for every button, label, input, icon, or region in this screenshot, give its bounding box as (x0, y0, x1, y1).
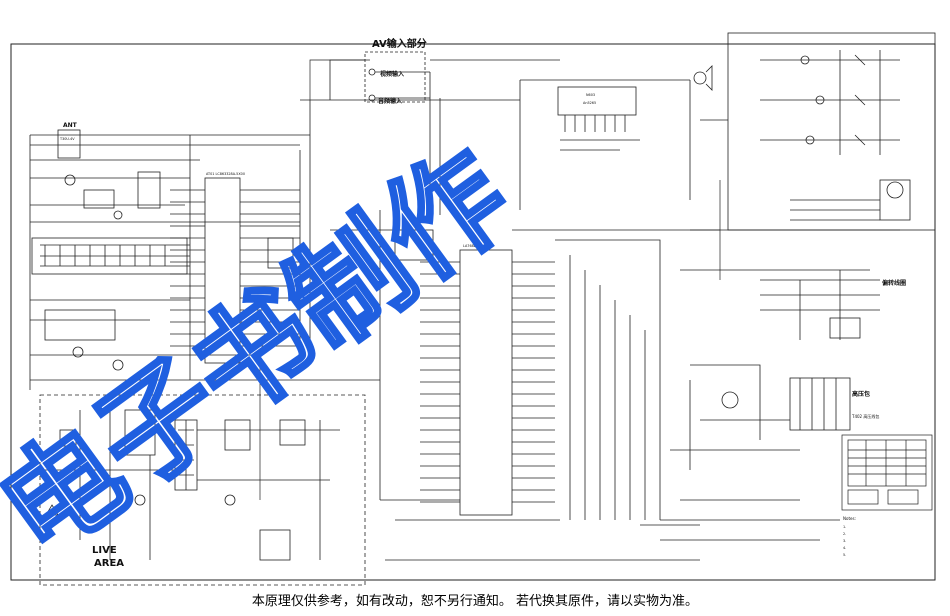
micro-ic-label: AT01 LC863328A-5X00 (206, 172, 245, 176)
notes-table (841, 434, 933, 511)
live-area-label-1: LIVE (92, 545, 117, 556)
schematic-border (10, 43, 936, 581)
chroma-ic (379, 210, 661, 521)
tuner-label: T30U-4V (59, 137, 75, 141)
note-1: 1. (843, 525, 846, 529)
note-3: 3. (843, 539, 846, 543)
high-voltage-label: 高压包 (852, 390, 870, 398)
deflection-yoke-label: 偏转线圈 (882, 279, 906, 287)
note-5: 5. (843, 553, 846, 557)
ant-label: ANT (63, 122, 78, 129)
sound-section-label: N603 (586, 93, 595, 97)
sound-ic-label: An5265 (583, 101, 596, 105)
video-input-label: 视频输入 (380, 70, 404, 78)
live-area-label-2: AREA (94, 558, 124, 569)
flyback-label: T402 高压线包 (851, 413, 879, 419)
chroma-ic-label: LA7688-5N (463, 244, 482, 248)
note-4: 4. (843, 546, 846, 550)
sound-ic (519, 65, 713, 210)
interconnect-wires (190, 59, 840, 561)
crt-board (727, 32, 936, 231)
note-2: 2. (843, 532, 846, 536)
flyback-section (670, 229, 900, 470)
footer-disclaimer: 本原理仅供参考，如有改动，恕不另行通知。 若代换其原件，请以实物为准。 (251, 594, 699, 609)
audio-input-label: 音频输入 (378, 97, 402, 105)
power-supply-section (39, 394, 366, 586)
av-input-title: AV输入部分 (372, 37, 427, 50)
notes-heading: Notes: (843, 516, 856, 521)
micro-controller (170, 100, 311, 364)
tuner-section (29, 129, 310, 390)
watermark-text: 电子书制作 (0, 124, 534, 582)
